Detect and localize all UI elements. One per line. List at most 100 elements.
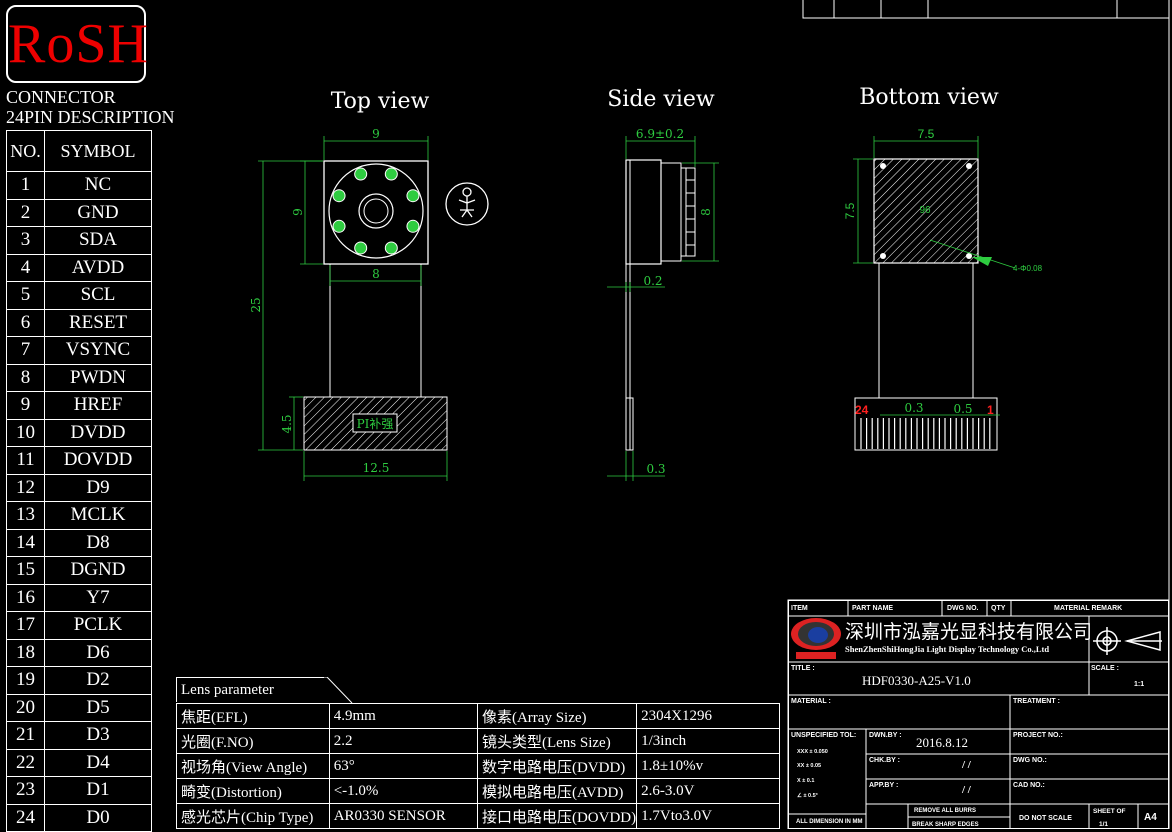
lens-param-value: 4.9mm — [328, 703, 478, 729]
esd-caution-icon — [445, 182, 489, 226]
lens-row: 畸变(Distortion)<-1.0%模拟电路电压(AVDD)2.6-3.0V — [176, 778, 780, 804]
bottom-dim-width: 7.5 — [918, 127, 935, 141]
side-view — [625, 159, 696, 451]
pin-symbol: D1 — [44, 776, 152, 805]
tb-chk-by-value: / / — [962, 759, 971, 771]
pin-symbol: D8 — [44, 528, 152, 557]
top-view-title: Top view — [331, 89, 430, 114]
side-lens-barrel — [660, 162, 682, 262]
top-flex-cable — [329, 263, 422, 398]
pin-symbol: SDA — [44, 226, 152, 255]
top-frame-fragment — [802, 0, 1170, 600]
lens-param-name: 焦距(EFL) — [176, 703, 330, 729]
pin-number: 9 — [6, 391, 45, 420]
tol-row: XXX ± 0.050 — [797, 749, 828, 755]
tb-qty-header: QTY — [991, 605, 1006, 612]
tb-material-remark-header: MATERIAL REMARK — [1054, 605, 1123, 612]
pin-symbol: D4 — [44, 748, 152, 777]
top-stiffener — [303, 396, 448, 451]
pin-symbol: D6 — [44, 638, 152, 667]
tb-app-by-value: / / — [962, 784, 971, 796]
tb-dwg-no-header: DWG NO. — [947, 605, 979, 612]
pin-number: 20 — [6, 693, 45, 722]
pin-number: 18 — [6, 638, 45, 667]
top-dim-height: 9 — [291, 208, 305, 216]
tb-item-header: ITEM — [791, 605, 808, 612]
pin-symbol: D3 — [44, 721, 152, 750]
tb-size: A4 — [1144, 812, 1157, 823]
tb-all-dimension: ALL DIMENSION IN MM — [796, 819, 863, 825]
lens-param-value: 63° — [328, 753, 478, 779]
hole-leader-arrow — [972, 257, 992, 266]
lens-holder-outline — [323, 160, 429, 265]
lens-inner-ring — [358, 193, 394, 229]
pin-number: 11 — [6, 446, 45, 475]
lens-param-value: 2.2 — [328, 728, 478, 754]
bottom-view: 96 7.5 7.5 4-Φ0.08 24 1 0.3 0.5 — [843, 127, 1043, 451]
company-name-cn: 深圳市泓嘉光显科技有限公司 — [845, 622, 1093, 643]
tol-row: ∠ ± 0.5° — [797, 793, 818, 799]
pin-number: 24 — [6, 803, 45, 832]
pin-symbol: NC — [44, 171, 152, 200]
pin-symbol: AVDD — [44, 253, 152, 282]
pin-no-header: NO. — [6, 130, 45, 172]
top-dim-total: 25 — [249, 297, 263, 312]
tol-row: X ± 0.1 — [797, 778, 815, 784]
top-view: PI补强 9 9 8 25 4.5 12.5 — [249, 127, 489, 481]
lens-notch — [406, 189, 420, 203]
lens-param-name: 畸变(Distortion) — [176, 778, 330, 804]
pin-symbol: PWDN — [44, 363, 152, 392]
center-mark: 96 — [919, 205, 931, 216]
pin-symbol: GND — [44, 198, 152, 227]
side-dim-height: 8 — [699, 208, 713, 216]
stiffener-label: PI补强 — [357, 417, 394, 431]
top-dim-width: 9 — [372, 127, 380, 141]
pin-number: 16 — [6, 583, 45, 612]
lens-param-value: 1.8±10%v — [636, 753, 780, 779]
lens-param-name: 镜头类型(Lens Size) — [476, 728, 638, 754]
lens-param-value: 1/3inch — [636, 728, 780, 754]
pin-number: 17 — [6, 611, 45, 640]
bottom-flex-cable — [878, 262, 974, 399]
lens-notch — [384, 241, 398, 255]
tb-part-name-header: PART NAME — [852, 605, 894, 612]
projection-symbol-icon — [1093, 627, 1162, 655]
lens-param-name: 视场角(View Angle) — [176, 753, 330, 779]
lens-notch — [332, 189, 346, 203]
lens-notch — [332, 219, 346, 233]
bottom-dim-height: 7.5 — [843, 202, 857, 219]
side-flex-cable — [625, 263, 631, 451]
hole-note: 4-Φ0.08 — [1013, 264, 1043, 273]
tb-sheet-of: SHEET OF — [1093, 808, 1126, 815]
side-dim-0-3: 0.3 — [646, 462, 665, 476]
mounting-hole — [966, 253, 972, 259]
tb-sheet-value: 1/1 — [1099, 821, 1109, 828]
pad-pitch: 0.3 — [904, 401, 923, 415]
tb-treatment-label: TREATMENT : — [1013, 698, 1060, 705]
pin-table-header: NO. SYMBOL — [6, 130, 152, 172]
tb-unspecified-tol: UNSPECIFIED TOL: — [791, 732, 857, 739]
pin-symbol: Y7 — [44, 583, 152, 612]
pin-symbol: RESET — [44, 308, 152, 337]
pin-symbol: VSYNC — [44, 336, 152, 365]
lens-notch — [354, 241, 368, 255]
company-logo — [791, 618, 841, 659]
pin-symbol: SCL — [44, 281, 152, 310]
pin-number: 6 — [6, 308, 45, 337]
lens-param-name: 光圈(F.NO) — [176, 728, 330, 754]
